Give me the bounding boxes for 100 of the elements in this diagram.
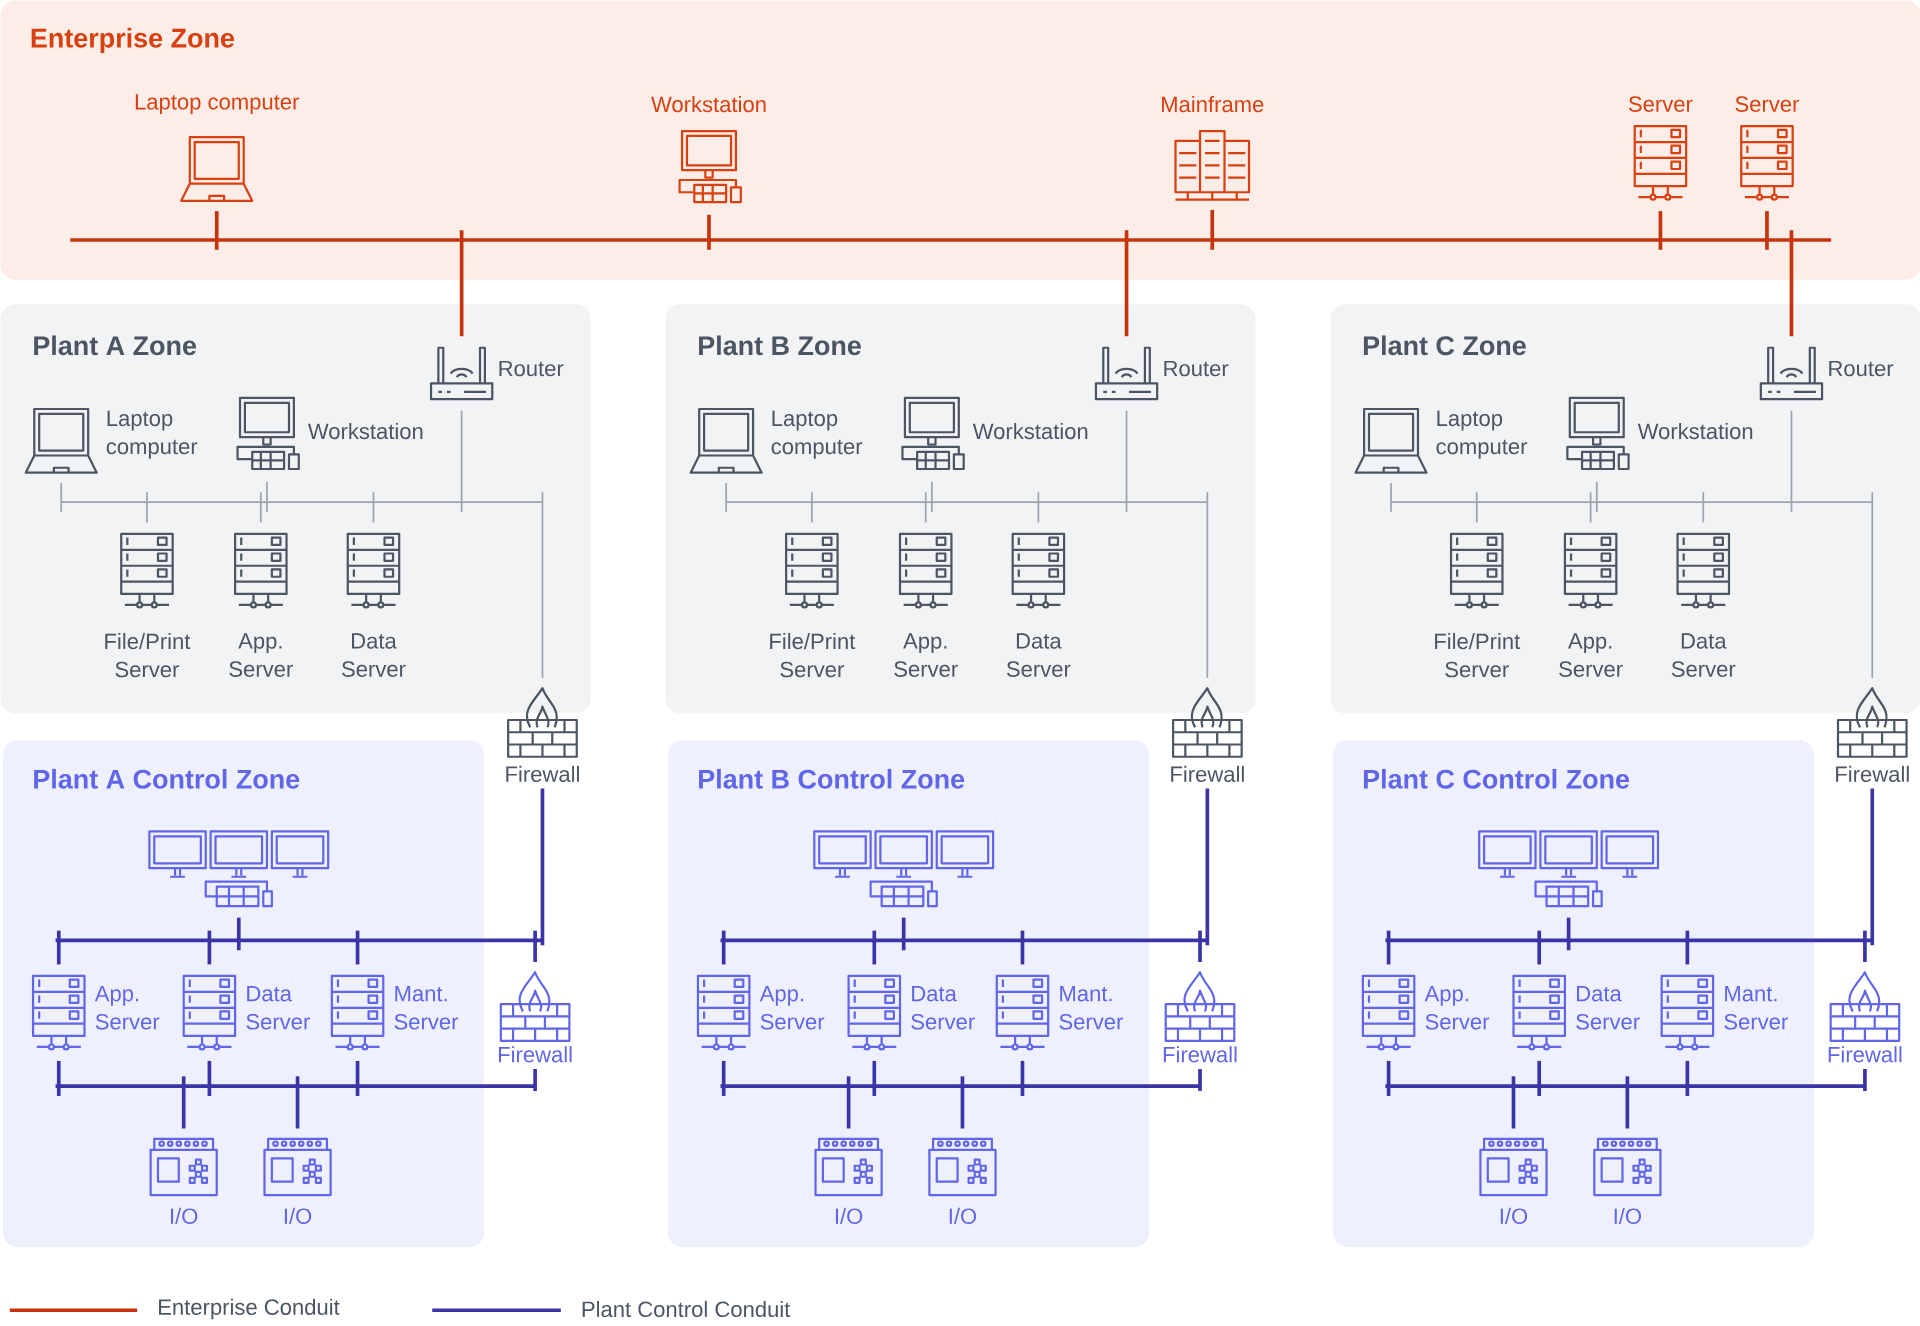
device-label: App. Server <box>94 985 160 1030</box>
device-label: App. Server <box>759 985 825 1030</box>
conduit-line <box>460 409 463 513</box>
device-label: I/O <box>171 1207 198 1224</box>
conduit-line <box>725 482 727 513</box>
device-label: I/O <box>284 1207 312 1224</box>
conduit-line <box>1589 491 1592 524</box>
network-bus <box>70 238 1832 242</box>
conduit-line <box>1863 930 1867 962</box>
network-bus <box>55 938 543 943</box>
conduit-line <box>721 1060 726 1096</box>
device-label: Data Server <box>246 985 310 1030</box>
conduit-line <box>1205 788 1210 946</box>
conduit-line <box>1511 1076 1516 1129</box>
conduit-line <box>1125 409 1128 513</box>
device-label: App. Server <box>1559 633 1623 677</box>
device-label: Workstation <box>1637 422 1753 440</box>
conduit-line <box>707 214 711 250</box>
conduit-line <box>1037 491 1040 524</box>
device-label: File/Print Server <box>105 632 191 678</box>
conduit-line <box>214 211 219 250</box>
conduit-line <box>846 1076 851 1129</box>
legend-label: Enterprise Conduit <box>159 1298 340 1320</box>
device-label: Data Server <box>911 985 975 1030</box>
network-bus <box>1385 938 1873 943</box>
device-label: Data Server <box>1671 633 1736 677</box>
conduit-line <box>1685 1060 1690 1096</box>
network-bus <box>720 938 1208 943</box>
conduit-line <box>721 930 726 965</box>
conduit-line <box>1386 1060 1391 1096</box>
device-label: Router <box>1164 360 1229 377</box>
conduit-line <box>924 491 927 524</box>
conduit-line <box>355 930 360 965</box>
device-label: I/O <box>1614 1207 1641 1224</box>
conduit-line <box>1658 211 1663 250</box>
device-label: File/Print Server <box>1435 632 1521 678</box>
device-label: Workstation <box>307 422 423 440</box>
conduit-line <box>533 1068 537 1091</box>
device-label: Router <box>1829 360 1894 377</box>
device-label: Laptop computer <box>771 410 863 459</box>
device-label: Laptop computer <box>135 94 300 114</box>
conduit-line <box>236 917 241 951</box>
device-label: Data Server <box>342 633 406 677</box>
conduit-line <box>1765 211 1769 250</box>
device-label: App. Server <box>229 633 293 677</box>
conduit-line <box>259 491 262 524</box>
conduit-line <box>1789 230 1794 337</box>
conduit-line <box>266 480 268 513</box>
conduit-line <box>872 930 877 965</box>
device-label: Mainframe <box>1162 95 1264 113</box>
device-label: Workstation <box>972 422 1088 440</box>
device-label: Firewall <box>1163 1046 1237 1063</box>
conduit-line <box>901 917 906 951</box>
device-label: Firewall <box>1836 765 1909 782</box>
conduit-line <box>56 1060 61 1096</box>
conduit-line <box>1210 209 1215 250</box>
device-label: Firewall <box>1171 765 1244 782</box>
conduit-line <box>1206 491 1209 679</box>
conduit-line <box>207 930 212 965</box>
device-label: I/O <box>949 1207 977 1224</box>
conduit-line <box>1198 1068 1202 1091</box>
conduit-line <box>1702 491 1705 524</box>
conduit-line <box>207 1060 212 1096</box>
conduit-line <box>533 930 537 962</box>
conduit-line <box>960 1076 965 1129</box>
device-label: Laptop computer <box>1436 410 1528 459</box>
network-bus <box>1385 1084 1866 1088</box>
device-label: Mant. Server <box>394 985 459 1030</box>
conduit-line <box>1566 917 1571 951</box>
device-label: File/Print Server <box>770 632 856 678</box>
conduit-line <box>1537 930 1542 965</box>
device-label: Server <box>1628 96 1693 112</box>
conduit-line <box>540 788 545 946</box>
network-bus <box>55 1084 536 1088</box>
conduit-line <box>1198 930 1202 962</box>
device-label: App. Server <box>894 633 958 677</box>
device-label: App. Server <box>1424 985 1490 1030</box>
console-icon <box>148 830 330 908</box>
conduit-line <box>1870 788 1875 946</box>
conduit-line <box>1020 930 1025 965</box>
device-label: I/O <box>835 1207 863 1224</box>
conduit-line <box>1625 1076 1630 1129</box>
device-label: Firewall <box>1828 1046 1902 1063</box>
conduit-line <box>295 1076 300 1129</box>
console-icon <box>813 830 995 908</box>
legend-label: Plant Control Conduit <box>582 1300 791 1318</box>
conduit-line <box>1475 491 1478 524</box>
device-label: Mant. Server <box>1724 985 1788 1030</box>
device-label: Firewall <box>506 765 579 782</box>
device-label: Data Server <box>1576 985 1640 1030</box>
device-label: Server <box>1735 96 1800 112</box>
conduit-line <box>146 491 148 524</box>
conduit-line <box>60 482 63 513</box>
conduit-line <box>1871 491 1874 679</box>
device-label: I/O <box>1500 1207 1528 1224</box>
conduit-line <box>1685 930 1690 965</box>
conduit-line <box>1124 230 1129 337</box>
conduit-line <box>1020 1060 1025 1096</box>
network-bus <box>720 1084 1201 1088</box>
device-label: Laptop computer <box>106 410 198 459</box>
